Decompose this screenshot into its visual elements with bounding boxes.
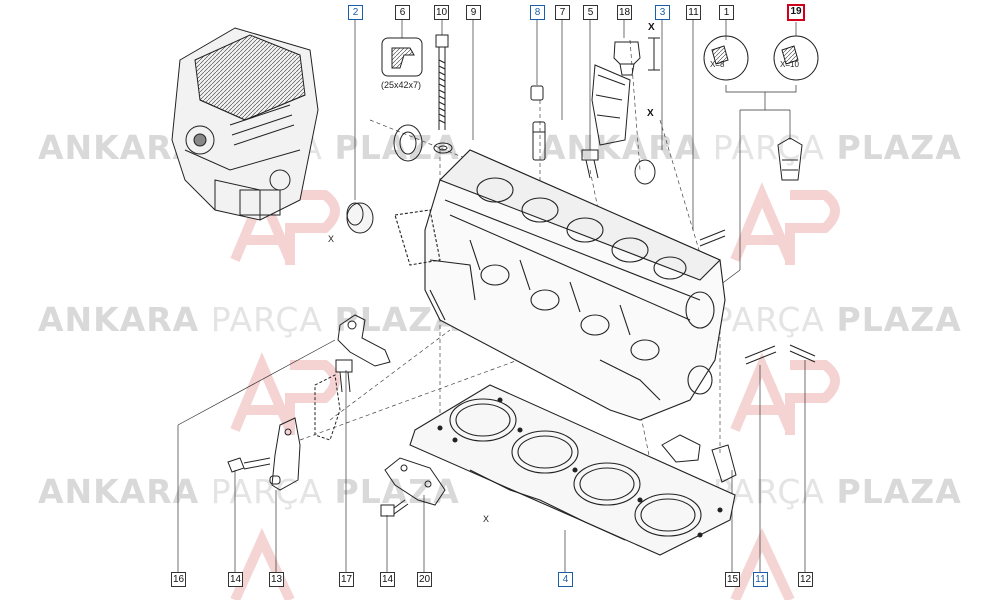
callout-4[interactable]: 4 <box>558 572 573 587</box>
watermark-word-plaza: PLAZA <box>836 128 962 167</box>
watermark-word-ankara: ANKARA <box>38 472 200 511</box>
watermark-word-parca: PARÇA <box>210 472 324 511</box>
x-marker-top: X <box>648 22 655 33</box>
callout-17[interactable]: 17 <box>339 572 354 587</box>
watermark-word-ankara: ANKARA <box>38 128 200 167</box>
callout-6[interactable]: 6 <box>395 5 410 20</box>
callout-18[interactable]: 18 <box>617 5 632 20</box>
watermark-word-parca: PARÇA <box>712 128 826 167</box>
callout-1[interactable]: 1 <box>719 5 734 20</box>
callout-9[interactable]: 9 <box>466 5 481 20</box>
watermark-word-parca: PARÇA <box>712 300 826 339</box>
callout-12[interactable]: 12 <box>798 572 813 587</box>
callout-11-bottom[interactable]: 11 <box>753 572 768 587</box>
callout-2[interactable]: 2 <box>348 5 363 20</box>
cylinder-head <box>394 149 726 421</box>
watermark-row-3: ANKARA PARÇA PLAZA <box>38 472 460 511</box>
x-marker-gasket: X <box>483 514 490 524</box>
watermark-word-ankara: ANKARA <box>38 300 200 339</box>
x10-label: X=10 <box>780 60 799 69</box>
watermark-row-1b: ANKARA PARÇA PLAZA <box>540 128 962 167</box>
watermark-word-ankara: ANKARA <box>540 128 702 167</box>
callout-15[interactable]: 15 <box>725 572 740 587</box>
watermark-logo-icons <box>230 182 840 600</box>
callout-11-top[interactable]: 11 <box>686 5 701 20</box>
head-gasket <box>409 384 736 556</box>
callout-14-right[interactable]: 14 <box>380 572 395 587</box>
callout-5[interactable]: 5 <box>583 5 598 20</box>
watermark-word-parca: PARÇA <box>210 300 324 339</box>
callout-3[interactable]: 3 <box>655 5 670 20</box>
callout-16[interactable]: 16 <box>171 572 186 587</box>
top-parts <box>346 34 819 247</box>
callout-20[interactable]: 20 <box>417 572 432 587</box>
callout-10[interactable]: 10 <box>434 5 449 20</box>
lower-left-parts <box>227 314 446 517</box>
seal-size-label: (25x42x7) <box>381 80 422 90</box>
watermark-word-plaza: PLAZA <box>836 472 962 511</box>
x-marker-plug: X <box>328 234 335 244</box>
callout-8[interactable]: 8 <box>530 5 545 20</box>
watermark-word-plaza: PLAZA <box>334 472 460 511</box>
x-marker-mid: X <box>647 108 654 119</box>
lower-right-parts <box>661 344 816 483</box>
x8-label: X=8 <box>710 60 725 69</box>
callout-7[interactable]: 7 <box>555 5 570 20</box>
watermark-word-plaza: PLAZA <box>836 300 962 339</box>
callout-19-highlighted[interactable]: 19 <box>787 4 805 21</box>
engine-thumbnail-icon <box>171 27 319 221</box>
callout-14-left[interactable]: 14 <box>228 572 243 587</box>
callout-13[interactable]: 13 <box>269 572 284 587</box>
